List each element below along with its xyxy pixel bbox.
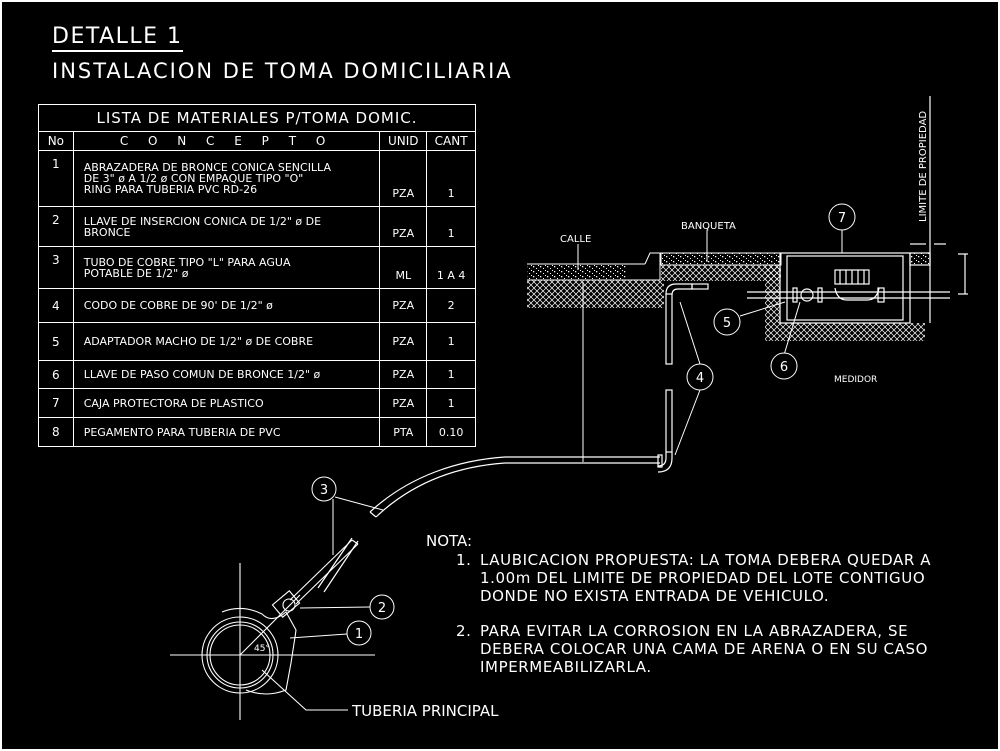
svg-text:5: 5 — [723, 316, 731, 331]
svg-text:4: 4 — [696, 371, 704, 386]
detail-subtitle: INSTALACION DE TOMA DOMICILIARIA — [52, 59, 513, 83]
callout-7: 7 — [828, 203, 856, 231]
row-no: 1 — [38, 150, 74, 207]
banqueta-label: BANQUETA — [681, 221, 736, 232]
callout-3: 3 — [311, 476, 337, 502]
row-unit: PZA — [379, 388, 428, 418]
row-concept: PEGAMENTO PARA TUBERIA DE PVC — [72, 417, 381, 447]
row-unit: PZA — [379, 288, 428, 323]
table-row: 4 CODO DE COBRE DE 90' DE 1/2" ø PZA 2 — [38, 288, 476, 323]
main-pipe-section — [170, 539, 375, 720]
row-qty: 1 — [426, 360, 476, 389]
note-1-text: LAUBICACION PROPUESTA: LA TOMA DEBERA QU… — [480, 551, 932, 605]
row-unit: PZA — [379, 150, 428, 207]
svg-text:7: 7 — [838, 211, 846, 226]
meter-box — [747, 96, 968, 341]
note-2-number: 2. — [456, 622, 472, 640]
row-unit: PZA — [379, 360, 428, 389]
callout-1: 1 — [346, 620, 372, 646]
column-header-no: No — [38, 131, 74, 151]
row-qty: 0.10 — [426, 417, 476, 447]
materials-table-title: LISTA DE MATERIALES P/TOMA DOMIC. — [38, 104, 476, 132]
notes-heading: NOTA: — [426, 532, 473, 550]
medidor-label: MEDIDOR — [834, 375, 877, 385]
note-2-text: PARA EVITAR LA CORROSION EN LA ABRAZADER… — [480, 622, 928, 676]
row-qty: 2 — [426, 288, 476, 323]
copper-pipe — [317, 283, 709, 593]
svg-text:1: 1 — [355, 627, 363, 642]
svg-text:3: 3 — [320, 483, 328, 498]
column-header-unid: UNID — [379, 131, 428, 151]
row-qty: 1 — [426, 150, 476, 207]
row-qty: 1 — [426, 322, 476, 361]
row-concept: CODO DE COBRE DE 90' DE 1/2" ø — [72, 288, 381, 323]
table-row: 7 CAJA PROTECTORA DE PLASTICO PZA 1 — [38, 388, 476, 418]
column-header-concepto: C O N C E P T O — [72, 131, 381, 151]
tuberia-principal-label: TUBERIA PRINCIPAL — [351, 702, 499, 720]
row-concept: CAJA PROTECTORA DE PLASTICO — [72, 388, 381, 418]
detail-title: DETALLE 1 — [52, 24, 183, 52]
limite-propiedad-label: LIMITE DE PROPIEDAD — [918, 111, 929, 222]
callout-5: 5 — [713, 308, 741, 336]
row-no: 6 — [38, 360, 74, 389]
column-header-cant: CANT — [426, 131, 476, 151]
calle-label: CALLE — [560, 234, 591, 245]
row-no: 8 — [38, 417, 74, 447]
note-1-number: 1. — [456, 551, 472, 569]
row-qty: 1 — [426, 206, 476, 247]
table-row: 6 LLAVE DE PASO COMUN DE BRONCE 1/2" ø P… — [38, 360, 476, 389]
table-row: 8 PEGAMENTO PARA TUBERIA DE PVC PTA 0.10 — [38, 417, 476, 447]
angle-label: 45° — [254, 644, 270, 654]
callout-6: 6 — [770, 352, 798, 380]
row-concept: LLAVE DE PASO COMUN DE BRONCE 1/2" ø — [72, 360, 381, 389]
materials-table: LISTA DE MATERIALES P/TOMA DOMIC. No C O… — [38, 104, 476, 447]
street-section — [527, 230, 782, 462]
row-concept: TUBO DE COBRE TIPO "L" PARA AGUA POTABLE… — [72, 246, 381, 289]
row-qty: 1 A 4 — [426, 246, 476, 289]
svg-text:2: 2 — [378, 601, 386, 616]
svg-text:6: 6 — [780, 360, 788, 375]
callout-2: 2 — [369, 594, 395, 620]
callout-4: 4 — [686, 363, 714, 391]
